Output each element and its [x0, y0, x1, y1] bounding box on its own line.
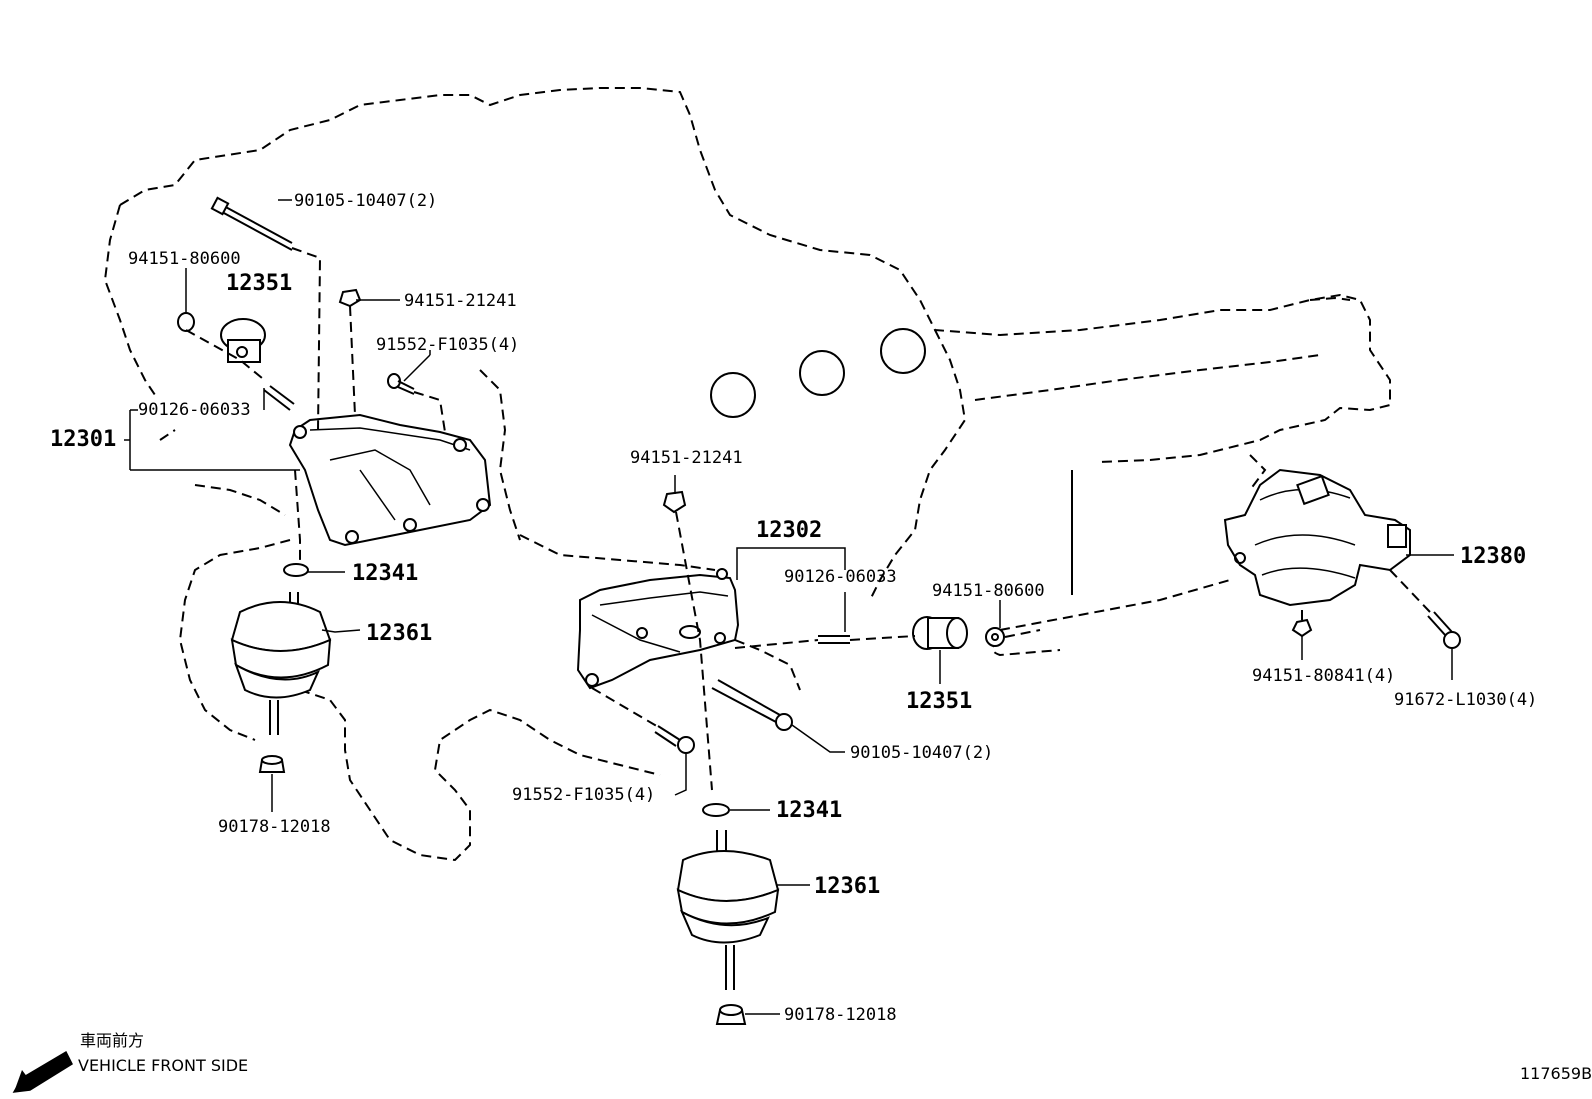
left-washer-12341: [283, 563, 309, 577]
right-mount-bracket: [576, 568, 740, 690]
left-stopper-bushing: [220, 318, 266, 363]
callout-90126-06033-mid: 90126-06033: [784, 567, 897, 587]
callout-12361-mid: 12361: [814, 874, 880, 899]
callout-90178-12018-left: 90178-12018: [218, 817, 331, 837]
mid-bolt-91552: [654, 725, 695, 754]
front-side-label-jp: 車両前方: [80, 1031, 144, 1050]
callout-90105-10407-top: 90105-10407(2): [294, 191, 437, 211]
callout-91672-l1030: 91672-L1030(4): [1394, 690, 1537, 710]
mid-stud-90126: [818, 635, 850, 644]
callout-91552-f1035-top: 91552-F1035(4): [376, 335, 519, 355]
vehicle-front-indicator: 車両前方 VEHICLE FRONT SIDE: [12, 1031, 248, 1093]
front-side-label-en: VEHICLE FRONT SIDE: [78, 1056, 248, 1075]
callout-12380: 12380: [1460, 544, 1526, 569]
mid-engine-insulator: [676, 830, 780, 1025]
left-engine-insulator: [230, 592, 332, 773]
mid-washer-12341: [702, 803, 730, 817]
callout-12361-left: 12361: [366, 621, 432, 646]
left-mount-bracket: [288, 413, 492, 547]
left-assembly-guide-lines: [159, 247, 446, 565]
left-nut-94151-80600: [177, 312, 195, 332]
callout-94151-80600-mid: 94151-80600: [932, 581, 1045, 601]
rear-transmission-mount: [1223, 468, 1411, 607]
rear-bolt-91672: [1389, 569, 1461, 649]
callout-12341-left: 12341: [352, 561, 418, 586]
mid-nut-94151-21241: [662, 490, 687, 514]
callout-94151-21241-mid: 94151-21241: [630, 448, 743, 468]
callout-90178-12018-mid: 90178-12018: [784, 1005, 897, 1025]
mid-bushing-12351: [912, 616, 968, 650]
callout-94151-80600-left: 94151-80600: [128, 249, 241, 269]
mid-guide-lines: [591, 511, 1041, 791]
left-stud-90126: [263, 385, 295, 411]
left-nut-94151-21241: [338, 288, 362, 308]
callout-91552-f1035-mid: 91552-F1035(4): [512, 785, 655, 805]
rear-nut-94151-80841: [1291, 610, 1313, 638]
callout-12351-mid: 12351: [906, 689, 972, 714]
arrow-down-left-icon: [12, 1050, 73, 1093]
callout-labels: 90105-10407(2) 94151-80600 12351 94151-2…: [50, 191, 1537, 1025]
callout-12302: 12302: [756, 518, 822, 543]
figure-id: 117659B: [1520, 1064, 1592, 1083]
callout-90105-10407-mid: 90105-10407(2): [850, 743, 993, 763]
callout-12301: 12301: [50, 427, 116, 452]
callout-94151-80841: 94151-80841(4): [1252, 666, 1395, 686]
mid-long-bolt: [711, 679, 793, 731]
callout-90126-06033-left: 90126-06033: [138, 400, 251, 420]
left-long-bolt: [210, 196, 293, 251]
engine-transmission-outline: [103, 87, 1391, 862]
leader-lines: [124, 199, 1454, 1015]
mid-nut-94151-80600: [985, 627, 1005, 647]
callout-94151-21241-top: 94151-21241: [404, 291, 517, 311]
callout-12341-mid: 12341: [776, 798, 842, 823]
callout-12351-left: 12351: [226, 271, 292, 296]
left-bolt-91552: [387, 373, 415, 395]
